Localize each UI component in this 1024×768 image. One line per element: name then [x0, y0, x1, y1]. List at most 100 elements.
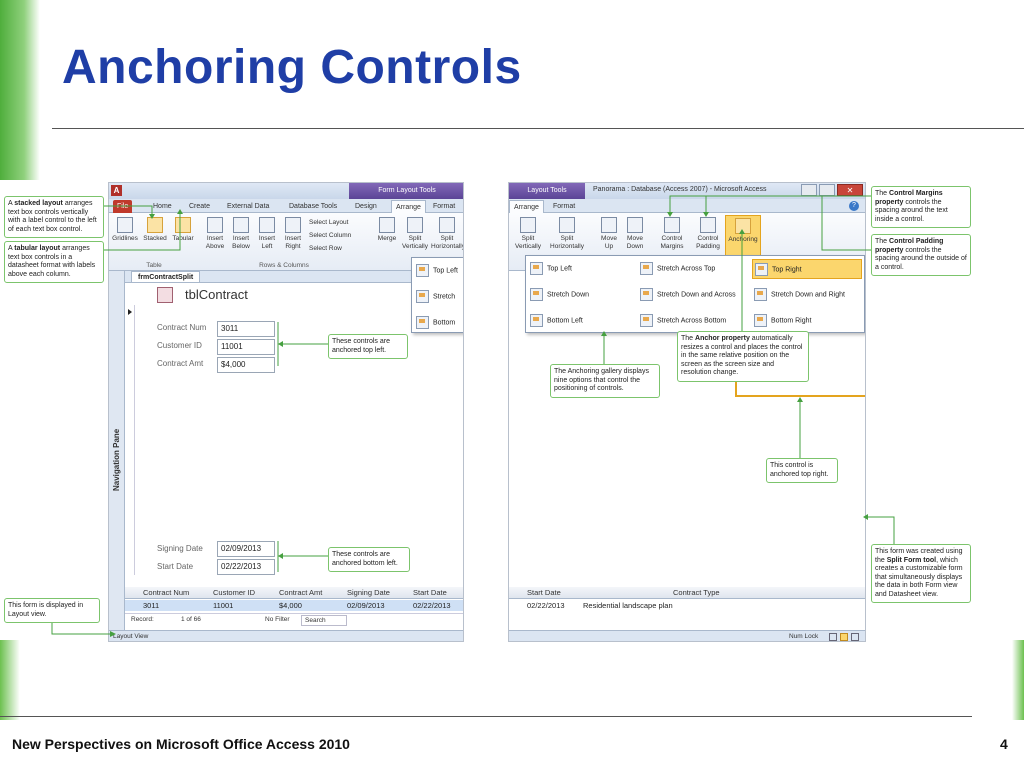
gallery-stretch-down-across[interactable]: Stretch Down and Across: [640, 288, 736, 301]
field-contract-amt[interactable]: $4,000: [217, 357, 275, 373]
field-signing-date[interactable]: 02/09/2013: [217, 541, 275, 557]
tab-format[interactable]: Format: [433, 203, 456, 210]
no-filter-button[interactable]: No Filter: [265, 616, 290, 623]
col-contract-amt[interactable]: Contract Amt: [279, 588, 323, 597]
cell-signing-date: 02/09/2013: [347, 601, 385, 610]
gallery-stretch-across-top[interactable]: Stretch Across Top: [640, 262, 715, 275]
close-button[interactable]: ✕: [837, 184, 863, 196]
gallery-top-right[interactable]: Top Right: [752, 259, 862, 279]
callout-anchored-top-right: This control is anchored top right.: [766, 458, 838, 483]
tab-home[interactable]: Home: [153, 203, 172, 210]
gallery-stretch-across-bottom[interactable]: Stretch Across Bottom: [640, 314, 726, 327]
col-contract-type[interactable]: Contract Type: [673, 588, 720, 597]
search-box[interactable]: Search: [301, 615, 347, 626]
record-label: Record:: [131, 616, 154, 623]
split-vertically-button[interactable]: Split Vertically: [401, 217, 429, 251]
anchoring-gallery-partial: Top Left Stretch Bottom: [411, 257, 463, 333]
green-accent-right: [1012, 640, 1024, 720]
document-tab-bar: frmContractSplit: [125, 271, 463, 283]
green-accent-top: [0, 0, 40, 180]
tab-arrange[interactable]: Arrange: [509, 200, 544, 213]
form-view-icon[interactable]: [829, 633, 837, 641]
help-icon[interactable]: ?: [849, 201, 859, 211]
callout-anchoring-gallery: The Anchoring gallery displays nine opti…: [550, 364, 660, 398]
stacked-button[interactable]: Stacked: [141, 217, 169, 243]
label-contract-amt: Contract Amt: [157, 359, 204, 368]
gridlines-button[interactable]: Gridlines: [111, 217, 139, 243]
tab-format[interactable]: Format: [553, 203, 576, 210]
select-row-button[interactable]: Select Row: [309, 245, 342, 252]
split-vertically-button[interactable]: Split Vertically: [513, 217, 543, 251]
callout-control-padding: The Control Padding property controls th…: [871, 234, 971, 276]
tab-external-data[interactable]: External Data: [227, 203, 270, 210]
gallery-bottom-left[interactable]: Bottom Left: [530, 314, 583, 327]
split-vertically-icon: [520, 217, 536, 233]
callout-control-margins: The Control Margins property controls th…: [871, 186, 971, 228]
title-bar: Layout Tools Panorama : Database (Access…: [509, 183, 865, 199]
control-margins-icon: [664, 217, 680, 233]
col-signing-date[interactable]: Signing Date: [347, 588, 390, 597]
control-margins-button[interactable]: Control Margins: [655, 217, 689, 251]
tab-create[interactable]: Create: [189, 203, 211, 210]
field-contract-num[interactable]: 3011: [217, 321, 275, 337]
col-customer-id[interactable]: Customer ID: [213, 588, 256, 597]
col-start-date[interactable]: Start Date: [413, 588, 447, 597]
col-contract-num[interactable]: Contract Num: [143, 588, 190, 597]
record-pointer-icon: [128, 309, 132, 315]
gallery-item-top-left[interactable]: Top Left: [416, 264, 458, 277]
select-column-button[interactable]: Select Column: [309, 232, 352, 239]
split-horizontally-button[interactable]: Split Horizontally: [431, 217, 463, 251]
record-selector[interactable]: [125, 305, 135, 575]
select-layout-button[interactable]: Select Layout: [309, 219, 349, 226]
gallery-stretch-down-right[interactable]: Stretch Down and Right: [754, 288, 845, 301]
form-tab[interactable]: frmContractSplit: [131, 271, 201, 283]
tab-arrange[interactable]: Arrange: [391, 200, 426, 213]
field-start-date[interactable]: 02/22/2013: [217, 559, 275, 575]
col-start-date[interactable]: Start Date: [527, 588, 561, 597]
tab-database-tools[interactable]: Database Tools: [289, 203, 338, 210]
top-right-icon: [755, 263, 768, 276]
group-rows-columns-label: Rows & Columns: [259, 262, 309, 269]
num-lock-indicator: Num Lock: [789, 633, 819, 640]
cell-contract-amt: $4,000: [279, 601, 302, 610]
callout-stacked-layout: A stacked layout arranges text box contr…: [4, 196, 104, 238]
anchored-control-bottom-edge: [735, 395, 865, 397]
insert-above-button[interactable]: Insert Above: [203, 217, 227, 251]
insert-left-button[interactable]: Insert Left: [255, 217, 279, 251]
split-horizontally-button[interactable]: Split Horizontally: [547, 217, 587, 251]
gallery-top-left[interactable]: Top Left: [530, 262, 572, 275]
tabular-button[interactable]: Tabular: [169, 217, 197, 243]
gallery-bottom-right[interactable]: Bottom Right: [754, 314, 811, 327]
record-position[interactable]: 1 of 66: [181, 616, 201, 623]
move-down-icon: [627, 217, 643, 233]
split-horizontally-icon: [439, 217, 455, 233]
callout-anchored-top-left: These controls are anchored top left.: [328, 334, 408, 359]
gallery-stretch-down[interactable]: Stretch Down: [530, 288, 589, 301]
move-down-button[interactable]: Move Down: [623, 217, 647, 251]
gallery-item-stretch[interactable]: Stretch: [416, 290, 455, 303]
insert-right-button[interactable]: Insert Right: [281, 217, 305, 251]
design-view-icon[interactable]: [851, 633, 859, 641]
quick-access-toolbar: A Form Layout Tools: [109, 183, 463, 199]
status-bar: Layout View: [109, 630, 463, 641]
tab-design[interactable]: Design: [355, 203, 377, 210]
gridlines-icon: [117, 217, 133, 233]
insert-above-icon: [207, 217, 223, 233]
layout-view-icon[interactable]: [840, 633, 848, 641]
move-up-button[interactable]: Move Up: [597, 217, 621, 251]
datasheet-row[interactable]: 02/22/2013 Residential landscape plan: [509, 600, 865, 611]
insert-left-icon: [259, 217, 275, 233]
insert-below-icon: [233, 217, 249, 233]
gallery-item-bottom[interactable]: Bottom: [416, 316, 455, 329]
insert-below-button[interactable]: Insert Below: [229, 217, 253, 251]
stretch-across-top-icon: [640, 262, 653, 275]
field-customer-id[interactable]: 11001: [217, 339, 275, 355]
datasheet-row[interactable]: 3011 11001 $4,000 02/09/2013 02/22/2013: [125, 600, 463, 611]
control-padding-icon: [700, 217, 716, 233]
page-number: 4: [1000, 736, 1008, 752]
merge-button[interactable]: Merge: [375, 217, 399, 243]
navigation-pane[interactable]: Navigation Pane: [109, 271, 125, 641]
control-padding-button[interactable]: Control Padding: [691, 217, 725, 251]
ribbon-tabs: Arrange Format ?: [509, 199, 865, 213]
